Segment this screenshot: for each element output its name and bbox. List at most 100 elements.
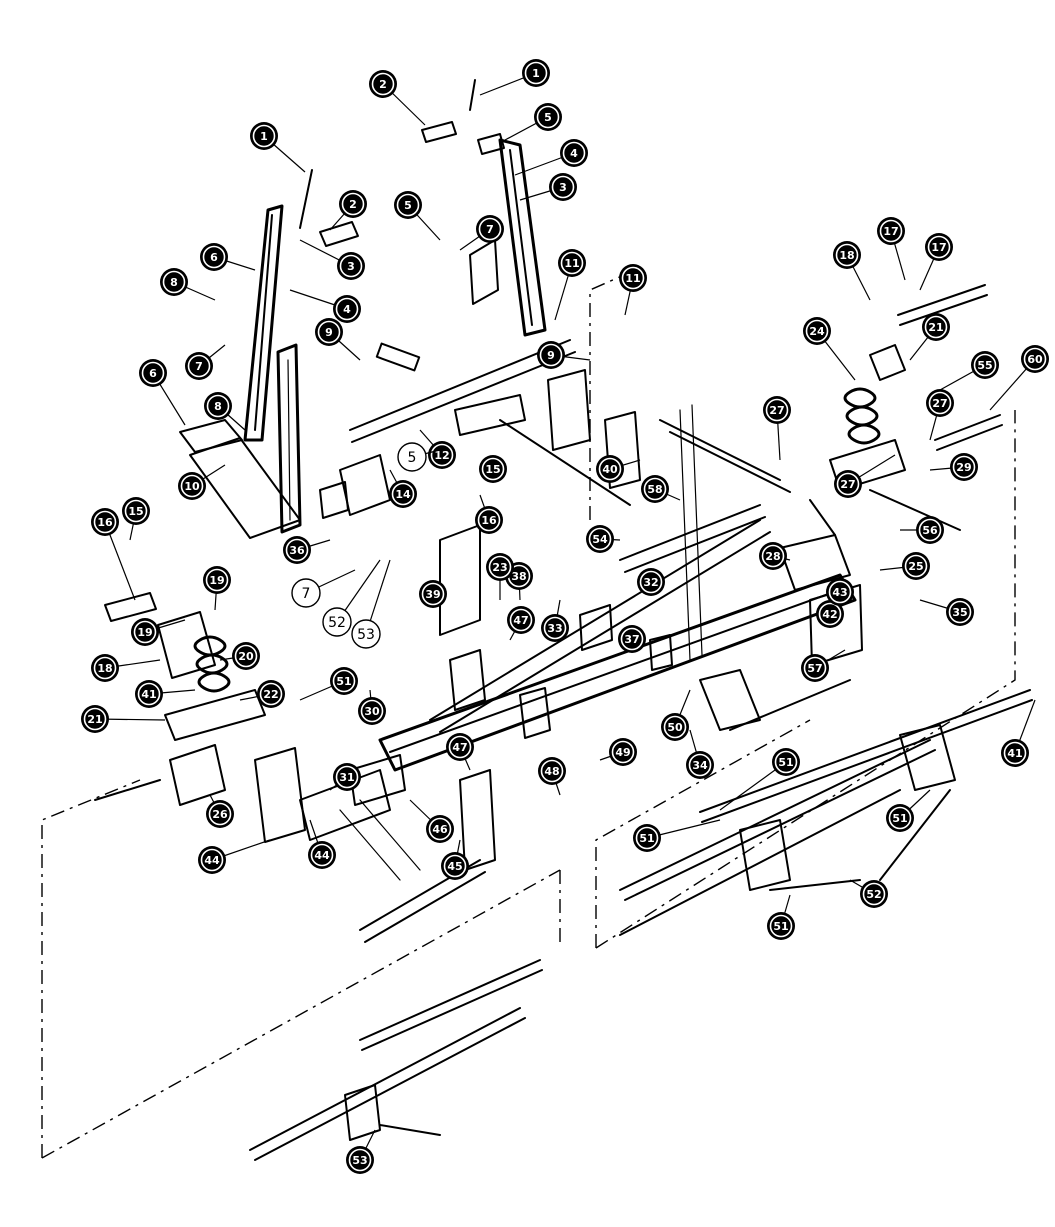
callout-badge: 8: [160, 268, 188, 296]
callout-badge: 36: [283, 536, 311, 564]
callout-badge-ring: [341, 192, 365, 216]
callout-badge-label: 21: [928, 321, 943, 334]
callout-badge-label: 24: [809, 325, 825, 338]
callout-badge: 3: [549, 173, 577, 201]
callout-badge: 32: [637, 568, 665, 596]
callout-badge-label: 4: [343, 303, 351, 316]
callout-badge: 19: [131, 618, 159, 646]
callout-badge: 27: [763, 396, 791, 424]
callout-badge-ring: [761, 544, 785, 568]
open-callout-badge: 7: [291, 578, 321, 608]
callout-badge: 47: [446, 733, 474, 761]
callout-badge: 17: [877, 217, 905, 245]
callout-badge-ring: [805, 319, 829, 343]
callout-badge-ring: [509, 608, 533, 632]
callout-badge-label: 4: [570, 147, 578, 160]
left-frame-assembly: [179, 169, 576, 539]
callout-badge: 4: [560, 139, 588, 167]
callout-badge-ring: [124, 499, 148, 523]
callout-badge-label: 44: [314, 849, 330, 862]
callout-badge-label: 39: [425, 588, 440, 601]
callout-badge: 35: [946, 598, 974, 626]
callout-badge-ring: [141, 361, 165, 385]
callout-badge-label: 47: [513, 614, 528, 627]
callout-badge-ring: [904, 554, 928, 578]
callout-badge: 39: [419, 580, 447, 608]
callout-badge-label: 31: [339, 771, 354, 784]
callout-badge-label: 36: [289, 544, 305, 557]
callout-badge-label: 53: [352, 1154, 367, 1167]
callout-badge-label: 3: [347, 260, 355, 273]
callout-badge: 58: [641, 475, 669, 503]
callout-badge: 51: [767, 912, 795, 940]
open-callout-badge: 5: [397, 442, 427, 472]
callout-badge-ring: [133, 620, 157, 644]
callout-badge-label: 3: [559, 181, 567, 194]
open-callout-label: 7: [302, 586, 311, 602]
central-lower-frame: [378, 504, 863, 772]
callout-badge-ring: [948, 600, 972, 624]
callout-badge: 10: [178, 472, 206, 500]
callout-badge-ring: [93, 656, 117, 680]
callout-badge-ring: [598, 457, 622, 481]
right-lower-subassembly: [619, 689, 1033, 936]
callout-badge-label: 55: [977, 359, 992, 372]
callout-badge: 29: [950, 453, 978, 481]
callout-badge: 11: [619, 264, 647, 292]
callout-badge-label: 6: [210, 251, 218, 264]
callout-badge-ring: [371, 72, 395, 96]
callout-badge-label: 45: [447, 860, 462, 873]
callout-badge-ring: [836, 472, 860, 496]
open-callout-label: 52: [328, 615, 346, 631]
callout-badge: 31: [333, 763, 361, 791]
callout-badge: 51: [330, 667, 358, 695]
callout-badge-ring: [765, 398, 789, 422]
callout-badges: 1122334455667788991011111214151615171741…: [81, 59, 1049, 1174]
callout-badge: 46: [426, 815, 454, 843]
callout-badge-label: 32: [643, 576, 658, 589]
open-callout-label: 5: [408, 450, 417, 466]
callout-badge-label: 27: [769, 404, 784, 417]
open-callout-circle: [351, 619, 381, 649]
callout-badge-ring: [391, 482, 415, 506]
callout-badge: 25: [902, 552, 930, 580]
callout-badge-label: 11: [564, 257, 579, 270]
callout-badge-label: 29: [956, 461, 971, 474]
callout-badge-label: 23: [492, 561, 507, 574]
callout-badge: 56: [916, 516, 944, 544]
callout-badge: 48: [538, 757, 566, 785]
callout-badge: 47: [507, 606, 535, 634]
callout-badge-ring: [252, 124, 276, 148]
callout-badge: 52: [860, 880, 888, 908]
callout-badge-label: 5: [544, 111, 552, 124]
callout-badge-label: 17: [883, 225, 898, 238]
callout-badge-label: 33: [547, 622, 562, 635]
callout-badge-label: 44: [204, 854, 220, 867]
callout-badge: 19: [203, 566, 231, 594]
right-spring-assembly: [809, 284, 1003, 536]
callout-badge: 33: [541, 614, 569, 642]
callout-badge-label: 2: [379, 78, 387, 91]
callout-badge: 37: [618, 625, 646, 653]
callout-badge-label: 18: [97, 662, 112, 675]
callout-badge: 51: [886, 804, 914, 832]
callout-badge-label: 51: [778, 756, 793, 769]
callout-badge-label: 37: [624, 633, 639, 646]
callout-badge-ring: [428, 817, 452, 841]
callout-badge-ring: [200, 848, 224, 872]
callout-badge-label: 15: [485, 463, 500, 476]
callout-badge-ring: [259, 682, 283, 706]
callout-badge: 60: [1021, 345, 1049, 373]
right-upper-frame: [421, 79, 791, 661]
callout-badge-ring: [888, 806, 912, 830]
callout-badge: 16: [475, 506, 503, 534]
callout-badge-ring: [611, 740, 635, 764]
callout-badge-ring: [973, 353, 997, 377]
callout-badge: 27: [834, 470, 862, 498]
callout-badge-ring: [421, 582, 445, 606]
callout-badge-ring: [477, 508, 501, 532]
callout-badge-ring: [818, 602, 842, 626]
callout-badge: 44: [308, 841, 336, 869]
callout-badge-label: 60: [1027, 353, 1043, 366]
